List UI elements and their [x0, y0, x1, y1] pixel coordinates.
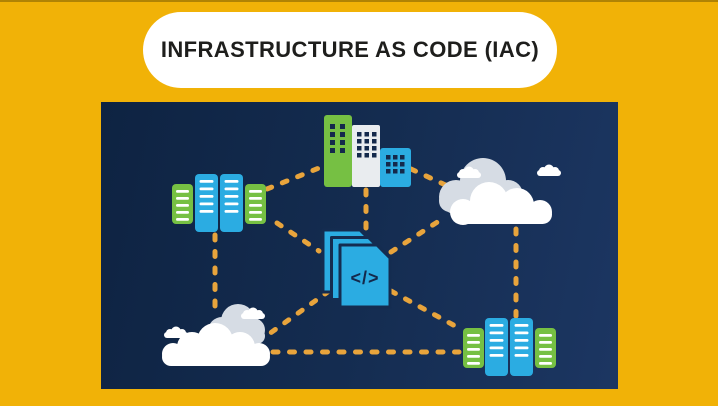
mini-cloud-icon: [164, 326, 188, 338]
cloud-icon-right: [439, 158, 561, 225]
connection-line: [274, 220, 322, 254]
code-symbol: </>: [350, 268, 379, 288]
server-cluster-bottom-right-icon: [463, 318, 556, 376]
connection-line: [266, 288, 332, 337]
mini-cloud-icon: [537, 164, 561, 176]
title-banner: INFRASTRUCTURE AS CODE (IAC): [143, 12, 557, 88]
code-documents-icon: </>: [321, 228, 392, 309]
server-cluster-left-icon: [172, 174, 266, 232]
page-title: INFRASTRUCTURE AS CODE (IAC): [160, 37, 540, 62]
connection-line: [388, 288, 460, 330]
buildings-icon: [324, 115, 411, 187]
connection-line: [264, 161, 332, 192]
top-edge-artifact: [0, 0, 718, 2]
connection-line: [388, 218, 442, 255]
iac-diagram: </>: [162, 115, 561, 376]
cloud-icon-bottom-left: [162, 304, 270, 366]
diagram-panel: </>: [101, 102, 618, 389]
